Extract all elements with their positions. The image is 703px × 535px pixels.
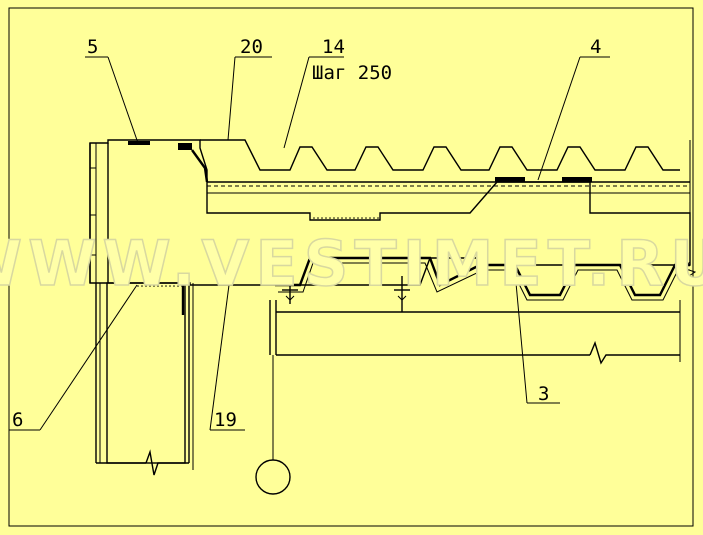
support-beam xyxy=(269,261,697,365)
seal-strips xyxy=(128,141,592,183)
callout-20-label: 20 xyxy=(240,36,263,58)
break-mark-wall xyxy=(145,449,189,476)
callout-4-label: 4 xyxy=(590,36,601,58)
drawing-frame xyxy=(8,7,694,527)
sealant-strip xyxy=(135,283,185,287)
watermark-text: WWW.VESTIMET.RU xyxy=(0,227,703,300)
pitch-note-label: Шаг 250 xyxy=(312,62,392,84)
break-mark-roof xyxy=(682,261,697,279)
leaders xyxy=(9,56,610,431)
callout-3-label: 3 xyxy=(538,383,549,405)
column-axis xyxy=(255,355,291,495)
fasteners xyxy=(282,276,410,312)
top-profiled-sheet xyxy=(200,139,691,215)
break-mark-beam xyxy=(589,340,680,365)
callout-5-label: 5 xyxy=(87,36,98,58)
callout-14-label: 14 xyxy=(322,36,345,58)
callout-19-label: 19 xyxy=(214,409,237,431)
spacer-strip xyxy=(313,215,380,221)
wall-panel xyxy=(95,282,194,476)
callout-6-label: 6 xyxy=(12,409,23,431)
axis-bubble xyxy=(255,459,291,495)
lower-deck-sheet xyxy=(275,256,690,301)
